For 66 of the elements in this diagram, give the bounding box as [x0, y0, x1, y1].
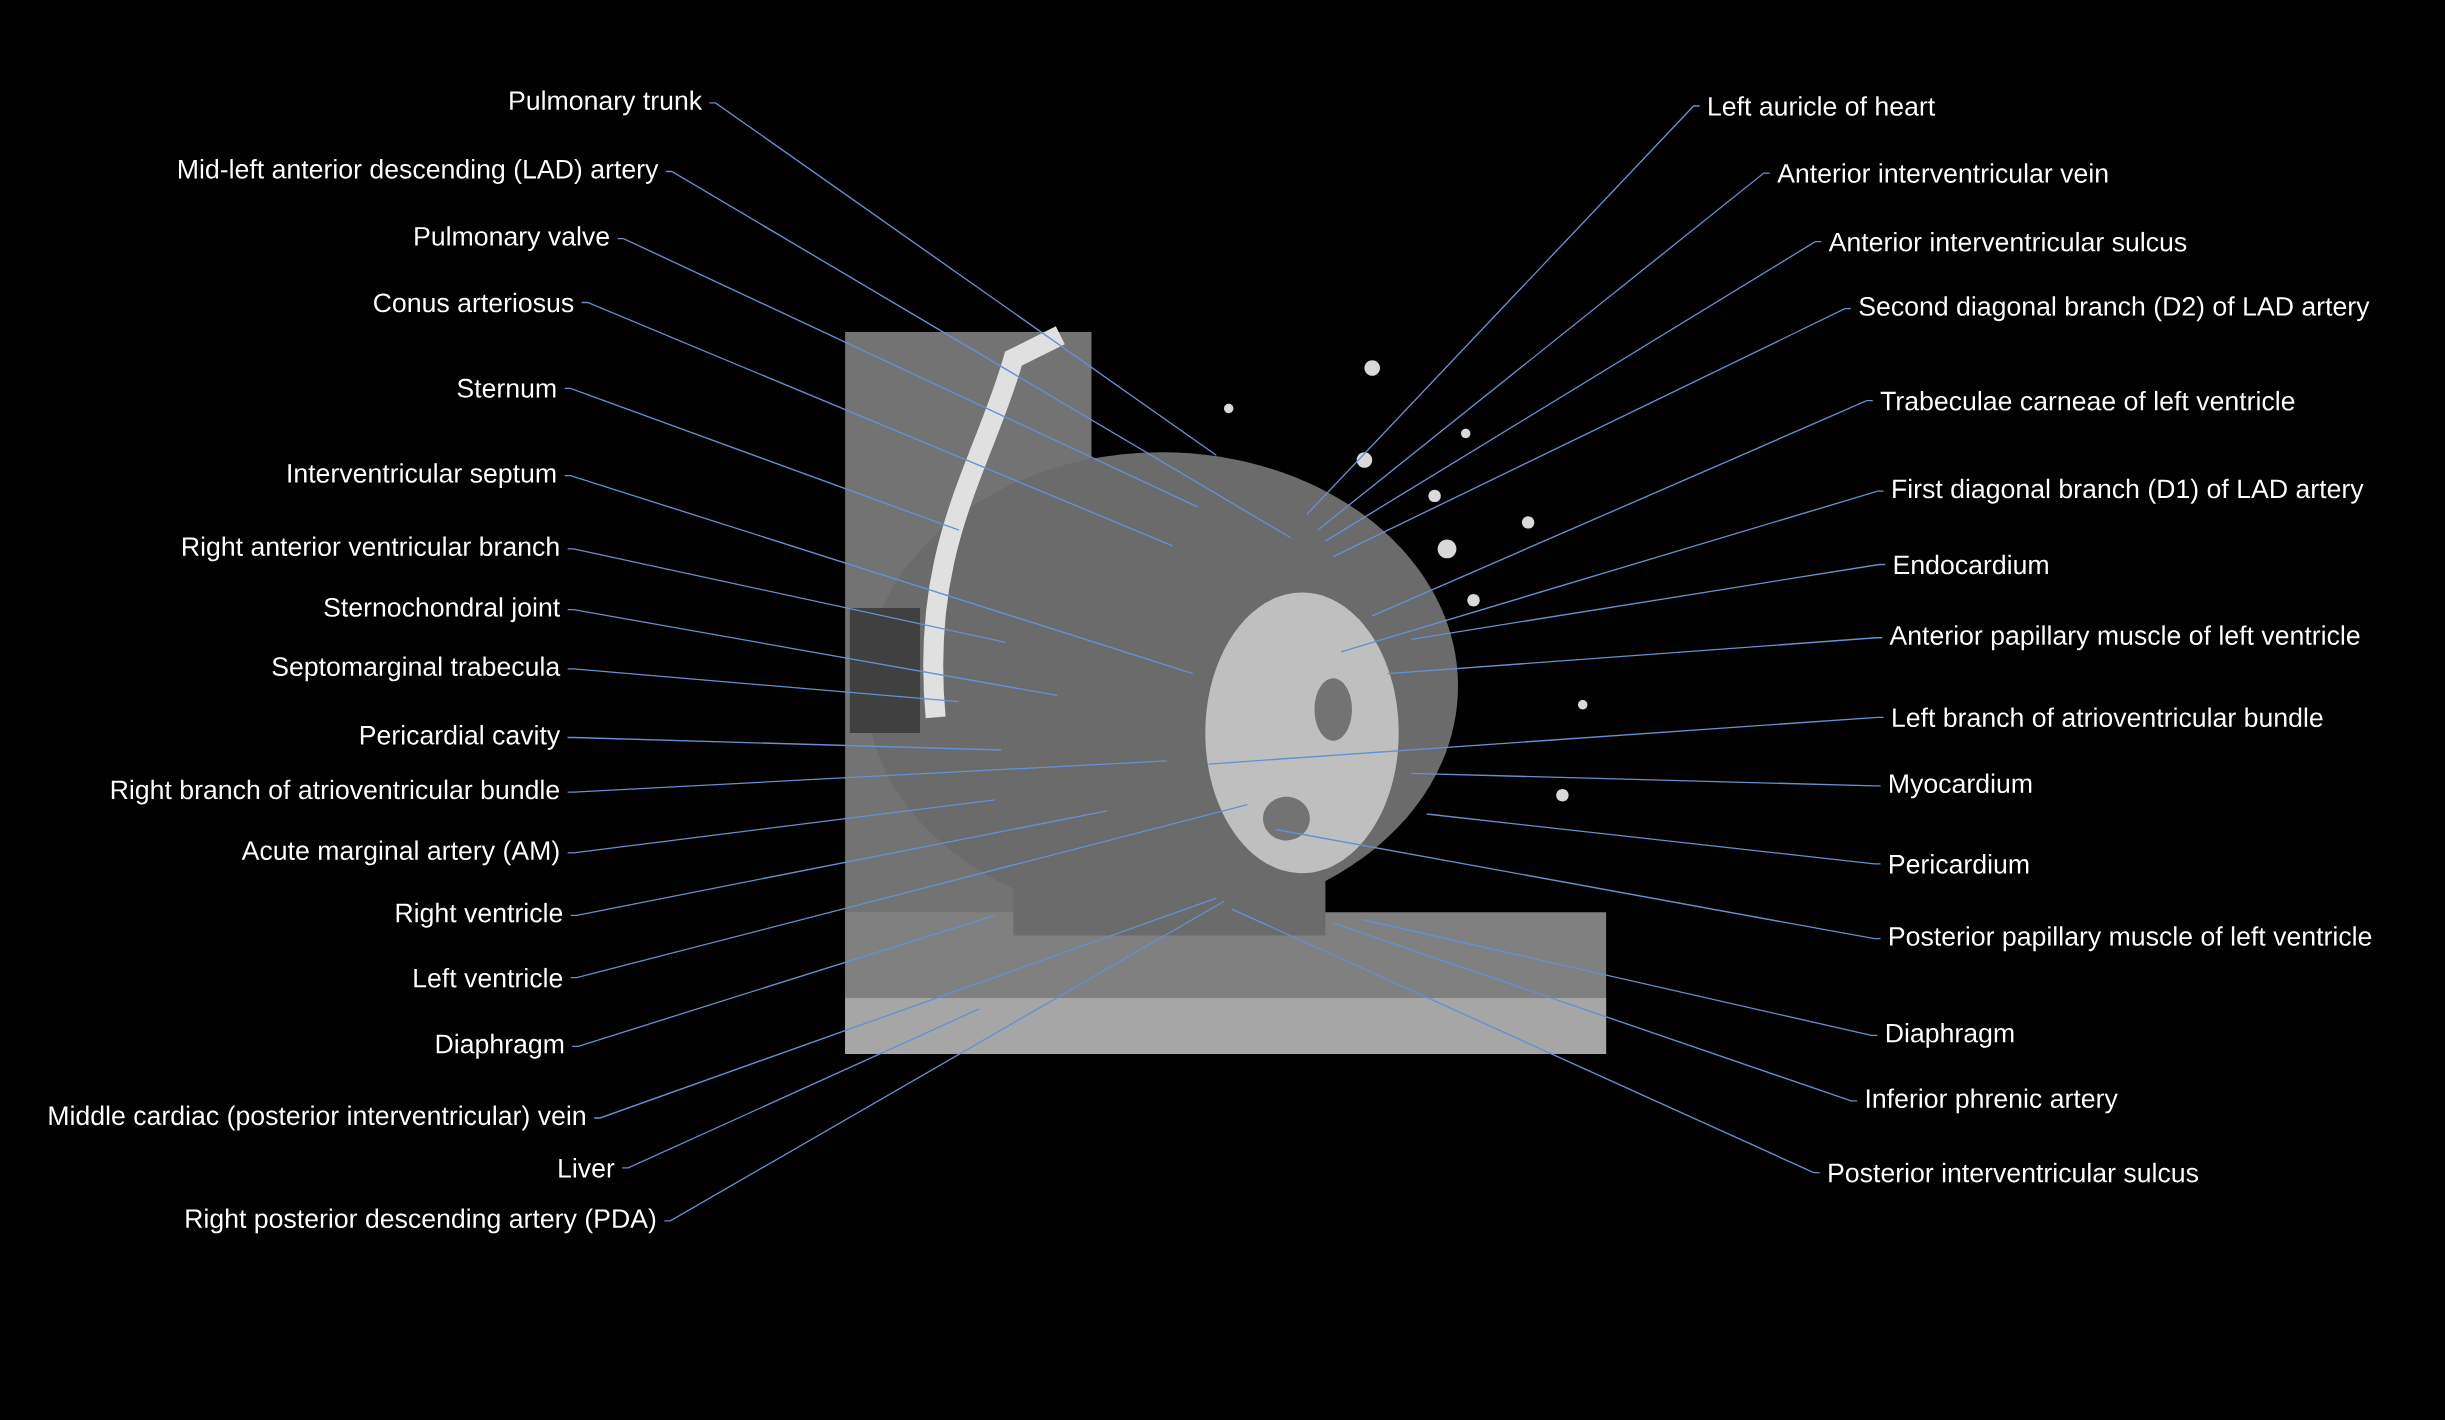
leader-line [1387, 637, 1883, 675]
leader-line [1332, 922, 1858, 1102]
label-text: Liver [559, 1158, 615, 1178]
leader-line [566, 760, 1168, 793]
leader-line [1306, 105, 1701, 516]
label-text: Pericardial cavity [360, 725, 561, 750]
label-text: Interventricular septum [288, 463, 556, 489]
label-text: Diaphragm [1886, 1022, 2014, 1048]
leader-line [663, 900, 1225, 1222]
label-text: Diaphragm [436, 1033, 564, 1059]
label-text: Pericardium [1890, 854, 2029, 874]
leader-line [563, 474, 1194, 675]
leader-line [563, 387, 960, 531]
label-text: Middle cardiac (posterior interventricular) vein [49, 1105, 585, 1131]
label-text: Pulmonary trunk [510, 90, 703, 116]
leader-line [1410, 772, 1882, 787]
label-text: Left branch of atrioventricular bundle [1893, 707, 2323, 728]
label-text: Left ventricle [414, 967, 563, 988]
label-text: Anterior interventricular vein [1777, 163, 2108, 183]
leader-line [1426, 813, 1882, 865]
label-text: Myocardium [1890, 773, 2032, 799]
label-text: First diagonal branch (D1) of LAD artery [1893, 478, 2364, 504]
leader-line [1274, 828, 1882, 940]
leader-line [580, 301, 1174, 547]
label-text: Conus arteriosus [374, 292, 574, 313]
leader-line [621, 1008, 980, 1169]
leader-line [593, 897, 1217, 1119]
label-text: Endocardium [1894, 554, 2048, 575]
leader-line [570, 803, 1249, 979]
label-text: Posterior interventricular sulcus [1829, 1162, 2198, 1183]
leader-line [708, 102, 1217, 456]
leader-line [1207, 716, 1885, 765]
leader-line [1410, 563, 1886, 640]
leader-line [1324, 241, 1822, 542]
leader-line [1340, 490, 1885, 653]
leader-line [1231, 908, 1821, 1174]
label-text: Septomarginal trabecula [272, 656, 561, 682]
leader-line [1371, 400, 1874, 617]
label-text: Second diagonal branch (D2) of LAD artery [1859, 296, 2370, 322]
leader-line [1316, 172, 1771, 531]
label-text: Pulmonary valve [415, 226, 609, 252]
label-text: Right ventricle [396, 902, 563, 928]
leader-line [566, 736, 1002, 751]
leader-line [1332, 308, 1852, 558]
label-text: Right branch of atrioventricular bundle [111, 779, 559, 805]
leader-line [566, 609, 1058, 697]
label-text: Acute marginal artery (AM) [241, 840, 559, 866]
label-text: Posterior papillary muscle of left ventricle [1890, 926, 2372, 952]
leader-line [566, 668, 960, 703]
leader-line [616, 237, 1199, 508]
label-text: Inferior phrenic artery [1866, 1088, 2118, 1114]
label-text: Mid-left anterior descending (LAD) artery [179, 159, 659, 184]
label-text: Sternochondral joint [324, 597, 560, 623]
label-text: Sternum [457, 378, 556, 398]
label-text: Right anterior ventricular branch [183, 536, 559, 562]
label-text: Left auricle of heart [1709, 96, 1935, 116]
leader-line [566, 548, 1007, 644]
label-text: Right posterior descending artery (PDA) [186, 1208, 656, 1234]
leader-line [1363, 919, 1879, 1037]
label-text: Anterior interventricular sulcus [1828, 231, 2187, 252]
leader-line [570, 810, 1108, 916]
label-text: Anterior papillary muscle of left ventricle [1889, 625, 2360, 651]
label-text: Trabeculae carneae of left ventricle [1880, 390, 2295, 411]
leader-line [571, 914, 996, 1047]
leader-line [566, 799, 996, 854]
leader-line [665, 170, 1292, 539]
